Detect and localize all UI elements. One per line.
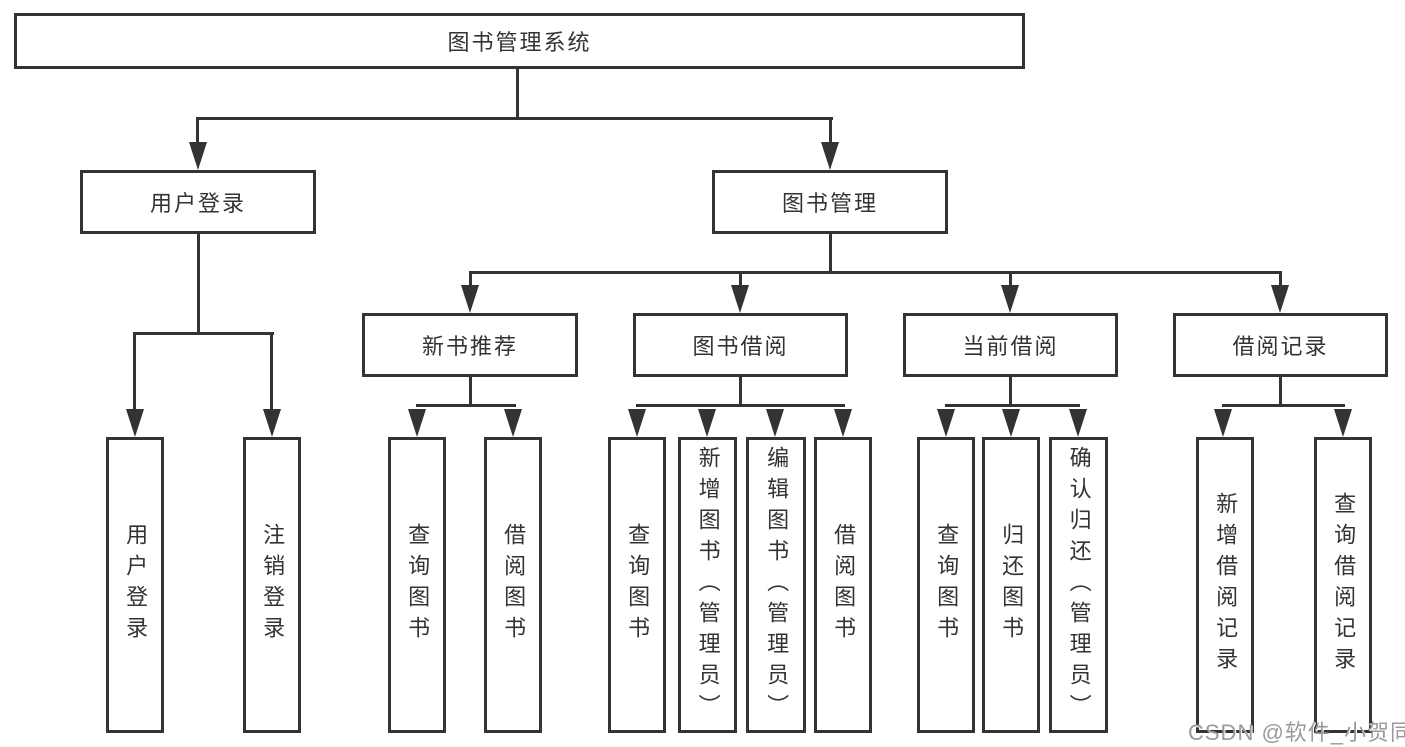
leaf-borrow-books-recommend: 借阅图书: [484, 437, 542, 733]
node-book-borrowing: 图书借阅: [633, 313, 848, 377]
arrow-down-icon: [126, 409, 144, 437]
leaf-query-books-borrowing: 查询图书: [608, 437, 666, 733]
node-label: 图书管理: [781, 191, 878, 216]
arrow-down-icon: [1002, 409, 1020, 437]
arrow-down-icon: [1214, 409, 1232, 437]
leaf-label: 借阅图书: [831, 523, 857, 647]
arrow-down-icon: [628, 409, 646, 437]
connector-line: [416, 404, 516, 407]
arrow-down-icon: [461, 285, 479, 313]
leaf-logout: 注销登录: [243, 437, 301, 733]
connector-line: [516, 69, 519, 119]
node-current-borrowing: 当前借阅: [903, 313, 1118, 377]
connector-line: [829, 120, 832, 146]
arrow-down-icon: [408, 409, 426, 437]
arrow-down-icon: [504, 409, 522, 437]
connector-line: [829, 234, 832, 273]
connector-line: [469, 274, 472, 286]
leaf-user-login: 用户登录: [106, 437, 164, 733]
connector-line: [196, 120, 199, 146]
arrow-down-icon: [1334, 409, 1352, 437]
node-label: 新书推荐: [421, 334, 518, 359]
connector-line: [739, 274, 742, 286]
connector-line: [196, 117, 833, 120]
arrow-down-icon: [1001, 285, 1019, 313]
node-library-system: 图书管理系统: [14, 13, 1025, 69]
connector-line: [1009, 377, 1012, 406]
connector-line: [270, 335, 273, 410]
connector-line: [133, 332, 274, 335]
leaf-return-books: 归还图书: [982, 437, 1040, 733]
connector-line: [945, 404, 1080, 407]
leaf-label: 归还图书: [999, 523, 1025, 647]
leaf-label: 用户登录: [123, 523, 149, 647]
arrow-down-icon: [1271, 285, 1289, 313]
connector-line: [469, 377, 472, 406]
leaf-query-books-recommend: 查询图书: [388, 437, 446, 733]
node-label: 当前借阅: [962, 334, 1059, 359]
leaf-label: 新增图书（管理员）: [695, 445, 721, 725]
connector-line: [1222, 404, 1345, 407]
leaf-label: 查询图书: [934, 523, 960, 647]
arrow-down-icon: [1069, 409, 1087, 437]
node-label: 用户登录: [149, 191, 246, 216]
leaf-label: 确认归还（管理员）: [1066, 445, 1092, 725]
leaf-add-borrow-record: 新增借阅记录: [1196, 437, 1254, 733]
arrow-down-icon: [821, 142, 839, 170]
leaf-label: 查询图书: [625, 523, 651, 647]
node-user-login: 用户登录: [80, 170, 316, 234]
leaf-label: 编辑图书（管理员）: [764, 445, 790, 725]
arrow-down-icon: [698, 409, 716, 437]
leaf-label: 查询借阅记录: [1331, 492, 1357, 678]
connector-line: [636, 404, 845, 407]
leaf-add-books-admin: 新增图书（管理员）: [678, 437, 737, 733]
leaf-edit-books-admin: 编辑图书（管理员）: [746, 437, 806, 733]
connector-line: [1279, 274, 1282, 286]
arrow-down-icon: [189, 142, 207, 170]
connector-line: [133, 335, 136, 410]
arrow-down-icon: [834, 409, 852, 437]
node-book-management: 图书管理: [712, 170, 948, 234]
watermark: CSDN @软件_小贺同学: [1188, 720, 1405, 745]
arrow-down-icon: [263, 409, 281, 437]
leaf-label: 借阅图书: [501, 523, 527, 647]
leaf-label: 注销登录: [260, 523, 286, 647]
arrow-down-icon: [731, 285, 749, 313]
connector-line: [197, 234, 200, 334]
node-borrowing-records: 借阅记录: [1173, 313, 1388, 377]
node-new-book-recommendation: 新书推荐: [362, 313, 578, 377]
leaf-label: 新增借阅记录: [1213, 492, 1239, 678]
leaf-query-borrow-record: 查询借阅记录: [1314, 437, 1372, 733]
node-label: 借阅记录: [1232, 334, 1329, 359]
arrow-down-icon: [766, 409, 784, 437]
connector-line: [1009, 274, 1012, 286]
connector-line: [739, 377, 742, 406]
node-label: 图书管理系统: [447, 30, 592, 55]
node-label: 图书借阅: [692, 334, 789, 359]
leaf-borrow-books-borrowing: 借阅图书: [814, 437, 872, 733]
connector-line: [1279, 377, 1282, 406]
arrow-down-icon: [937, 409, 955, 437]
leaf-confirm-return-admin: 确认归还（管理员）: [1049, 437, 1108, 733]
connector-line: [469, 271, 1282, 274]
leaf-label: 查询图书: [405, 523, 431, 647]
leaf-query-books-current: 查询图书: [917, 437, 975, 733]
